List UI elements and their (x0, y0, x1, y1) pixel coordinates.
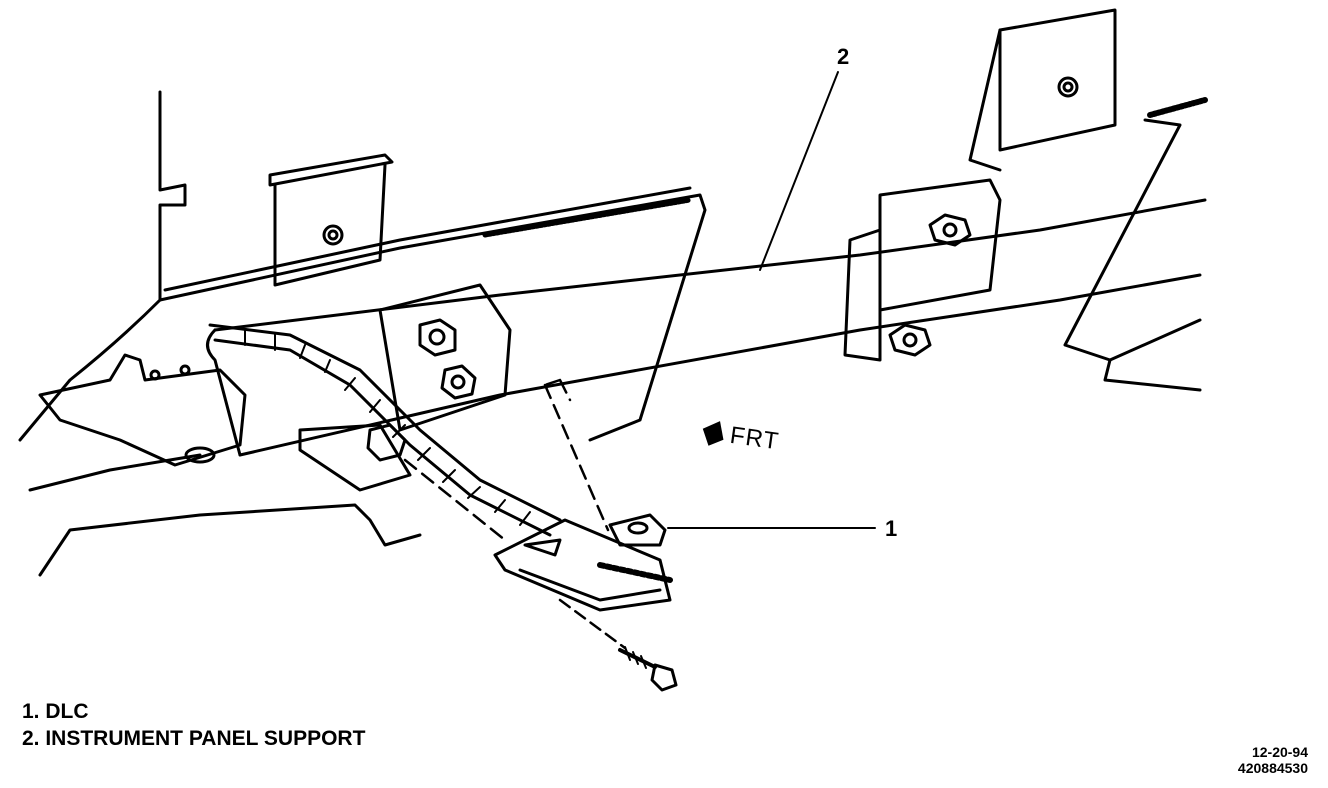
front-label: FRT (728, 421, 781, 456)
legend: 1. DLC 2. INSTRUMENT PANEL SUPPORT (22, 698, 365, 752)
assembly-dashed-line (403, 378, 610, 542)
legend-item-dlc: 1. DLC (22, 700, 89, 723)
left-upper-bracket (268, 153, 394, 287)
callout-2-label: 2 (837, 44, 850, 69)
right-clamp (843, 178, 1002, 362)
front-direction-indicator: FRT (698, 417, 781, 458)
right-upper-bracket (968, 8, 1117, 172)
figure-id: 420884530 (1237, 760, 1308, 776)
front-arrow-icon (702, 421, 724, 446)
right-panel-edge (1063, 97, 1208, 392)
callout-2-leader (759, 71, 839, 271)
dlc-connector (493, 513, 673, 612)
left-lower-bracket (38, 353, 247, 467)
left-body-panel (18, 90, 422, 577)
dlc-screw (618, 646, 678, 692)
legend-item-instrument-panel-support: 2. INSTRUMENT PANEL SUPPORT (22, 727, 366, 750)
figure-date: 12-20-94 (1251, 744, 1308, 760)
center-clamp (298, 283, 512, 492)
dash-trim-panel (158, 186, 707, 442)
screw-dashed-line (558, 598, 627, 650)
wiring-harness (208, 323, 562, 537)
callout-1-label: 1 (885, 516, 898, 541)
figure-stamp: 12-20-94 420884530 (1238, 744, 1308, 776)
